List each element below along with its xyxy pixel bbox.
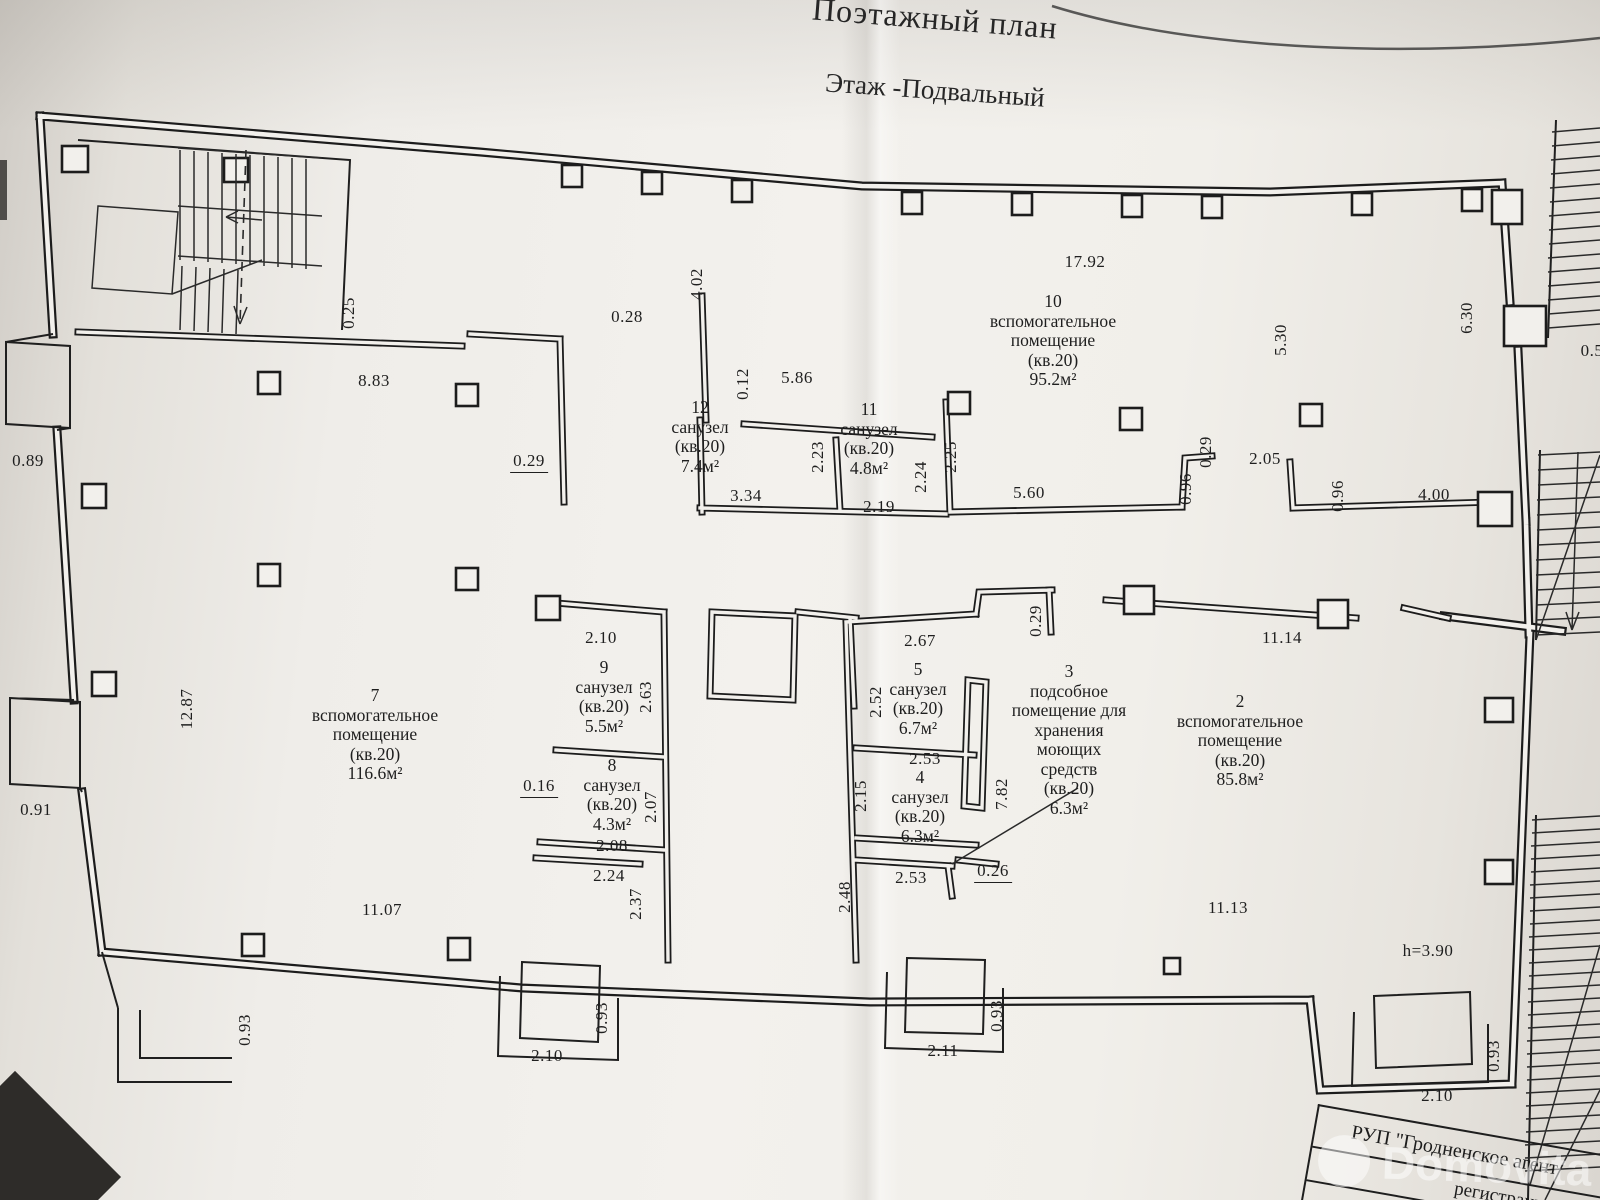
dimension-label: 5.60: [1013, 483, 1045, 502]
dimension-label: 2.24: [911, 461, 930, 493]
photo-edge-artifact: [0, 160, 7, 220]
dimension-label: h=3.90: [1402, 941, 1454, 960]
dimension-label: 2.53: [895, 868, 927, 887]
dimension-label: 2.53: [909, 749, 941, 768]
dimension-label: 0.16: [520, 776, 558, 798]
dimension-label: 6.30: [1457, 302, 1476, 334]
dimension-label: 5.30: [1271, 324, 1290, 356]
leader-lines: [951, 787, 1079, 865]
drawing-title: Поэтажный план Этаж -Подвальный: [700, 0, 1170, 113]
columns: [60, 144, 1548, 976]
dimension-label: 4.02: [687, 268, 706, 300]
dimension-label: 0.96: [1176, 473, 1195, 505]
dimension-label: 2.63: [636, 681, 655, 713]
dimension-label: 5.86: [781, 368, 813, 387]
dimension-label: 2.10: [585, 628, 617, 647]
dimension-label: 2.52: [866, 686, 885, 718]
dimension-label: 4.00: [1418, 485, 1450, 504]
dimension-label: 0.93: [987, 1000, 1006, 1032]
dimension-label: 0.29: [510, 451, 548, 473]
dimension-label: 2.19: [863, 497, 895, 516]
dimension-label: 2.05: [1249, 449, 1281, 468]
dimension-label: 2.23: [808, 441, 827, 473]
dimension-label: 11.13: [1207, 898, 1249, 917]
title-line-1: Поэтажный план: [810, 0, 1060, 46]
dimension-label: 2.48: [835, 881, 854, 913]
dimension-label: 0.96: [1328, 480, 1347, 512]
watermark-text: Domovita: [1381, 1136, 1593, 1196]
window-bays: [5, 333, 232, 1083]
dimension-label: 0.29: [1026, 605, 1045, 637]
staircase-top-left: [77, 139, 352, 335]
staircase-right: [1524, 119, 1600, 1200]
dimension-label: 0.93: [1484, 1040, 1503, 1072]
dimension-label: 2.24: [593, 866, 625, 885]
dimension-label: 2.37: [626, 888, 645, 920]
watermark-logo-icon: [1317, 1134, 1371, 1189]
dimension-label: 8.83: [358, 371, 390, 390]
dimension-label: 7.82: [992, 778, 1011, 810]
dimension-label: 0.28: [611, 307, 643, 326]
dimension-label: 2.10: [531, 1046, 563, 1065]
dimension-label: 2.15: [851, 780, 870, 812]
dimension-label: 2.25: [941, 441, 960, 473]
watermark: Domovita: [1317, 1133, 1592, 1197]
dimension-label: 0.93: [592, 1002, 611, 1034]
dimension-label: 17.92: [1064, 252, 1106, 271]
photo-artifacts: [1051, 4, 1600, 51]
dimension-label: 0.89: [12, 451, 44, 470]
dimension-label: 0.93: [235, 1014, 254, 1046]
dimension-label: 12.87: [177, 688, 196, 730]
dimension-label: 2.11: [927, 1041, 959, 1060]
light-wells: [496, 956, 1489, 1088]
dimension-label: 2.08: [596, 836, 628, 855]
dimension-label: 0.5: [1580, 341, 1600, 360]
dimension-label: 2.67: [904, 631, 936, 650]
dimension-label: 2.10: [1421, 1086, 1453, 1105]
dimension-label: 0.91: [20, 800, 52, 819]
dimension-label: 0.26: [974, 861, 1012, 883]
dimension-label: 11.07: [361, 900, 403, 919]
dimension-label: 11.14: [1261, 628, 1303, 647]
dimension-label: 0.29: [1196, 436, 1215, 468]
dimension-label: 2.07: [641, 791, 660, 823]
dimension-label: 3.34: [730, 486, 762, 505]
dimension-label: 0.12: [733, 368, 752, 400]
dimension-label: 0.25: [339, 297, 358, 329]
